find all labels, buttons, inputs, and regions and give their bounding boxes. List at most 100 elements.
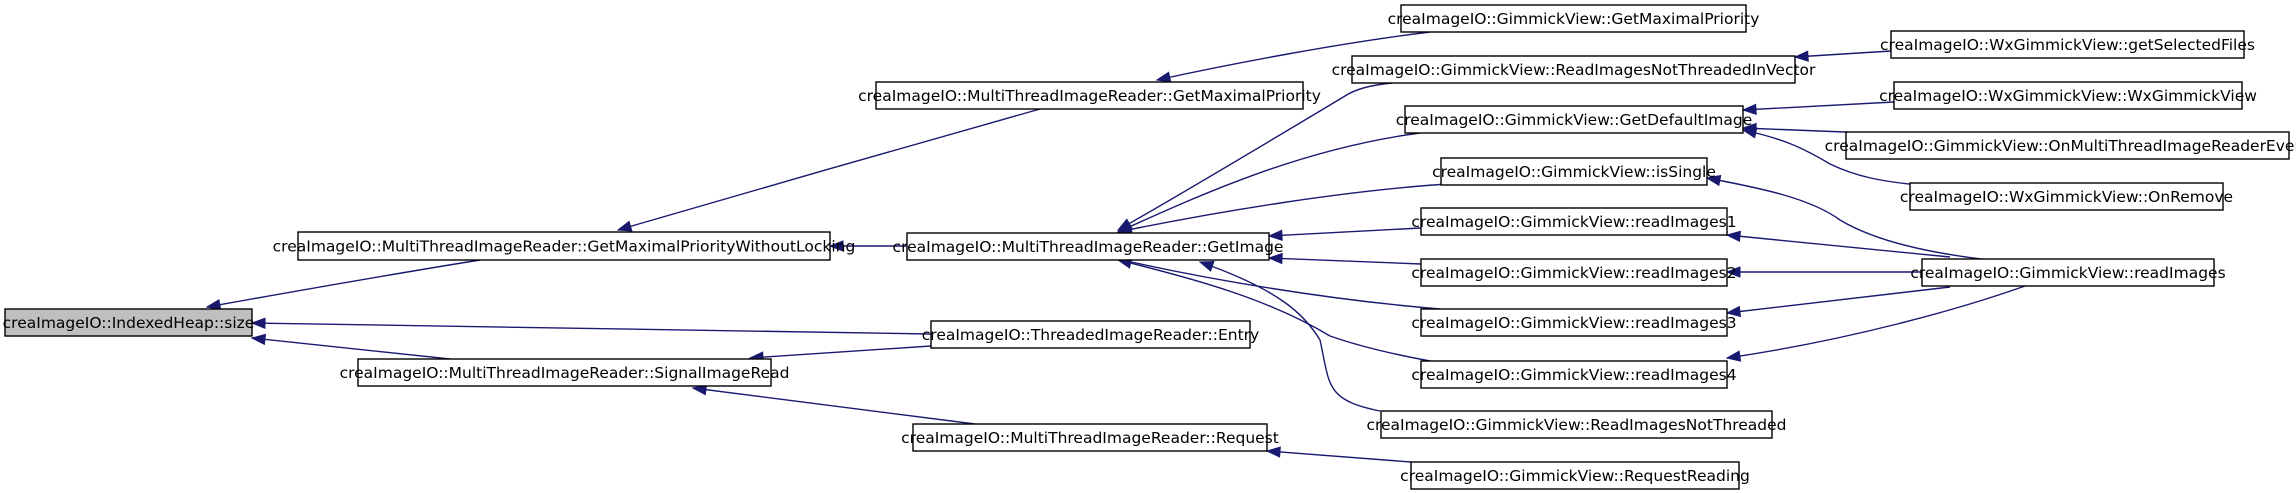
edge-n14-n12: [1725, 266, 1922, 278]
node-box: [4, 308, 253, 337]
node-label: creaImageIO::WxGimmickView::WxGimmickVie…: [1879, 87, 2257, 105]
edge-arrowhead: [1725, 305, 1742, 318]
edge-line: [1199, 261, 1381, 412]
node-box: [1410, 461, 1740, 490]
node-n15[interactable]: creaImageIO::GimmickView::readImages3: [1411, 308, 1737, 337]
edge-line: [1742, 101, 1895, 111]
node-box: [1440, 157, 1708, 186]
node-box: [1893, 81, 2243, 110]
edge-line: [692, 387, 976, 425]
node-box: [1420, 258, 1728, 287]
edge-n11-n12: [1705, 174, 1991, 261]
node-label: creaImageIO::GimmickView::GetMaximalPrio…: [1388, 10, 1760, 28]
node-label: creaImageIO::GimmickView::OnMultiThreadI…: [1825, 137, 2296, 155]
node-box: [297, 231, 831, 261]
edge-n4-n15: [1116, 256, 1441, 310]
edge-arrowhead: [1793, 50, 1809, 62]
node-n1[interactable]: creaImageIO::MultiThreadImageReader::Get…: [273, 231, 856, 261]
node-n12[interactable]: creaImageIO::GimmickView::readImages: [1910, 258, 2226, 287]
node-label: creaImageIO::GimmickView::readImages3: [1411, 314, 1736, 332]
edge-arrowhead: [1725, 266, 1741, 278]
edge-n4-n7: [1116, 132, 1421, 233]
node-n13[interactable]: creaImageIO::GimmickView::readImages1: [1411, 207, 1737, 236]
node-label: creaImageIO::MultiThreadImageReader::Get…: [893, 238, 1284, 256]
node-label: creaImageIO::MultiThreadImageReader::Req…: [901, 429, 1279, 447]
edge-arrowhead: [1198, 261, 1215, 272]
edge-line: [749, 345, 932, 359]
node-label: creaImageIO::MultiThreadImageReader::Get…: [273, 238, 856, 256]
node-n18[interactable]: creaImageIO::ThreadedImageReader::Entry: [922, 320, 1259, 349]
edge-n15-n12: [1725, 286, 1951, 318]
node-label: creaImageIO::MultiThreadImageReader::Sig…: [340, 364, 790, 382]
edge-line: [1117, 182, 1465, 233]
edge-n7-n10: [1741, 127, 1931, 187]
edge-line: [206, 259, 481, 308]
edge-line: [1726, 286, 1951, 314]
node-n9[interactable]: creaImageIO::GimmickView::OnMultiThreadI…: [1825, 131, 2296, 160]
node-label: creaImageIO::GimmickView::RequestReading: [1400, 467, 1750, 485]
edge-arrowhead: [250, 317, 266, 329]
edge-line: [1726, 234, 1951, 258]
edge-n0-n1: [205, 259, 481, 311]
edge-n2-n3: [1155, 31, 1431, 83]
node-n14[interactable]: creaImageIO::GimmickView::readImages2: [1411, 258, 1737, 287]
node-label: creaImageIO::GimmickView::isSingle: [1432, 163, 1716, 181]
edge-line: [1117, 258, 1441, 310]
node-label: creaImageIO::GimmickView::ReadImagesNotT…: [1332, 61, 1816, 79]
node-n0[interactable]: creaImageIO::IndexedHeap::size: [3, 308, 255, 337]
node-label: creaImageIO::MultiThreadImageReader::Get…: [858, 87, 1321, 105]
edge-arrowhead: [1155, 71, 1172, 83]
node-n20[interactable]: creaImageIO::MultiThreadImageReader::Req…: [901, 423, 1279, 452]
node-n17[interactable]: creaImageIO::GimmickView::ReadImagesNotT…: [1366, 410, 1787, 439]
edge-line: [1117, 132, 1421, 233]
node-box: [1420, 360, 1728, 389]
edge-n19-n20: [691, 384, 976, 425]
node-n4[interactable]: creaImageIO::MultiThreadImageReader::Get…: [893, 232, 1284, 261]
node-n19[interactable]: creaImageIO::MultiThreadImageReader::Sig…: [340, 358, 790, 387]
edge-n19-n18: [748, 345, 932, 363]
node-n5[interactable]: creaImageIO::GimmickView::ReadImagesNotT…: [1332, 55, 1816, 84]
node-label: creaImageIO::WxGimmickView::OnRemove: [1900, 188, 2233, 206]
edge-n16-n12: [1725, 285, 2026, 362]
edge-arrowhead: [205, 298, 222, 311]
node-label: creaImageIO::GimmickView::GetDefaultImag…: [1396, 111, 1753, 129]
edge-arrowhead: [1705, 174, 1722, 187]
node-label: creaImageIO::IndexedHeap::size: [3, 314, 255, 332]
edge-arrowhead: [1741, 103, 1757, 116]
edge-arrowhead: [1741, 127, 1758, 139]
node-box: [1921, 258, 2215, 287]
node-box: [1420, 308, 1728, 337]
edge-line: [1726, 285, 2026, 359]
edge-line: [1117, 82, 1393, 231]
node-n11[interactable]: creaImageIO::GimmickView::isSingle: [1432, 157, 1716, 186]
node-label: creaImageIO::GimmickView::readImages4: [1411, 366, 1736, 384]
edge-line: [251, 337, 451, 360]
node-n3[interactable]: creaImageIO::GimmickView::GetMaximalPrio…: [1388, 4, 1760, 33]
node-n2[interactable]: creaImageIO::MultiThreadImageReader::Get…: [858, 81, 1321, 110]
node-n16[interactable]: creaImageIO::GimmickView::readImages4: [1411, 360, 1737, 389]
node-box: [1845, 131, 2290, 160]
node-label: creaImageIO::WxGimmickView::getSelectedF…: [1880, 36, 2255, 54]
node-box: [912, 423, 1268, 452]
node-box: [357, 358, 772, 387]
edge-arrowhead: [828, 240, 844, 252]
node-n8[interactable]: creaImageIO::WxGimmickView::WxGimmickVie…: [1879, 81, 2257, 110]
edge-line: [1742, 129, 1931, 187]
node-box: [1420, 207, 1728, 236]
edge-n20-n21: [1265, 446, 1412, 463]
node-n21[interactable]: creaImageIO::GimmickView::RequestReading: [1400, 461, 1750, 490]
node-label: creaImageIO::GimmickView::readImages2: [1411, 264, 1736, 282]
node-label: creaImageIO::GimmickView::readImages1: [1411, 213, 1736, 231]
node-box: [1404, 105, 1744, 134]
edge-line: [1794, 50, 1892, 58]
node-n10[interactable]: creaImageIO::WxGimmickView::OnRemove: [1900, 182, 2233, 211]
node-box: [875, 81, 1304, 110]
node-box: [1351, 55, 1796, 84]
edge-arrowhead: [1267, 252, 1283, 265]
edge-n1-n2: [616, 108, 1041, 232]
edge-line: [1268, 257, 1422, 265]
edge-arrowhead: [1265, 446, 1281, 458]
node-n7[interactable]: creaImageIO::GimmickView::GetDefaultImag…: [1396, 105, 1753, 134]
node-n6[interactable]: creaImageIO::WxGimmickView::getSelectedF…: [1880, 30, 2255, 59]
